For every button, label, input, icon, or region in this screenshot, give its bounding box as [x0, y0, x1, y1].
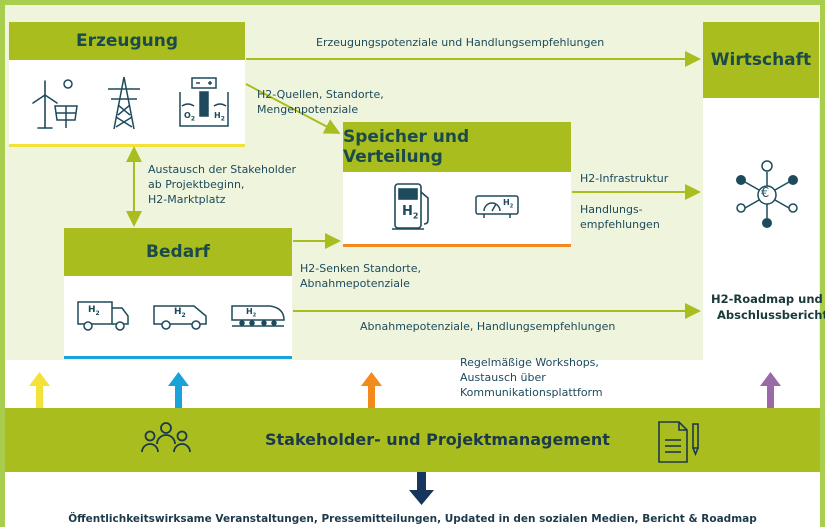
- label-roadmap-1: H2-Roadmap und: [711, 292, 823, 306]
- bedarf-header: Bedarf: [64, 228, 292, 276]
- label-austausch-1: Austausch der Stakeholder: [148, 163, 297, 176]
- label-handlungs-2: empfehlungen: [580, 218, 660, 231]
- label-handlungs-1: Handlungs-: [580, 203, 643, 216]
- label-h2-infrastruktur: H2-Infrastruktur: [580, 172, 669, 185]
- navy-down-arrow: [409, 472, 434, 505]
- h2-truck-icon: H2: [76, 300, 132, 332]
- euro-network-icon: €: [735, 160, 799, 230]
- stakeholder-group-icon: [141, 422, 191, 453]
- blue-up-arrow: [168, 372, 189, 408]
- label-austausch-2: ab Projektbeginn,: [148, 178, 245, 191]
- label-workshops-1: Regelmäßige Workshops,: [460, 356, 599, 369]
- electrolyzer-icon: O2 H2: [176, 76, 232, 128]
- pressure-gauge-icon: H2: [474, 193, 520, 219]
- wind-turbine-icon: [32, 80, 58, 129]
- wirtschaft-header: Wirtschaft: [703, 22, 819, 98]
- label-senken-1: H2-Senken Standorte,: [300, 262, 421, 275]
- yellow-up-arrow: [29, 372, 50, 408]
- label-senken-2: Abnahmepotenziale: [300, 277, 410, 290]
- label-h2-quellen-1: H2-Quellen, Standorte,: [257, 88, 384, 101]
- h2-train-icon: H2: [230, 302, 286, 332]
- h2-fuel-station-icon: H2: [392, 182, 436, 232]
- orange-up-arrow: [361, 372, 382, 408]
- label-abnahme: Abnahmepotenziale, Handlungsempfehlungen: [360, 320, 616, 333]
- management-title: Stakeholder- und Projektmanagement: [265, 430, 610, 449]
- power-pylon-icon: [108, 76, 140, 130]
- purple-up-arrow: [760, 372, 781, 408]
- solar-panel-icon: [54, 79, 78, 128]
- erzeugung-header: Erzeugung: [9, 22, 245, 60]
- label-h2-quellen-2: Mengenpotenziale: [257, 103, 359, 116]
- bottom-caption: Öffentlichkeitswirksame Veranstaltungen,…: [68, 513, 757, 525]
- arrow-erzeugung-speicher: [245, 83, 341, 134]
- label-erzeugungspotenziale: Erzeugungspotenziale und Handlungsempfeh…: [316, 36, 605, 49]
- speicher-header: Speicher und Verteilung: [343, 122, 571, 172]
- h2-van-icon: H2: [152, 302, 210, 332]
- label-roadmap-2: Abschlussbericht: [717, 308, 825, 322]
- label-austausch-3: H2-Marktplatz: [148, 193, 226, 206]
- label-workshops-2: Austausch über: [460, 371, 546, 384]
- document-pen-icon: [658, 421, 699, 463]
- label-workshops-3: Kommunikationsplattform: [460, 386, 603, 399]
